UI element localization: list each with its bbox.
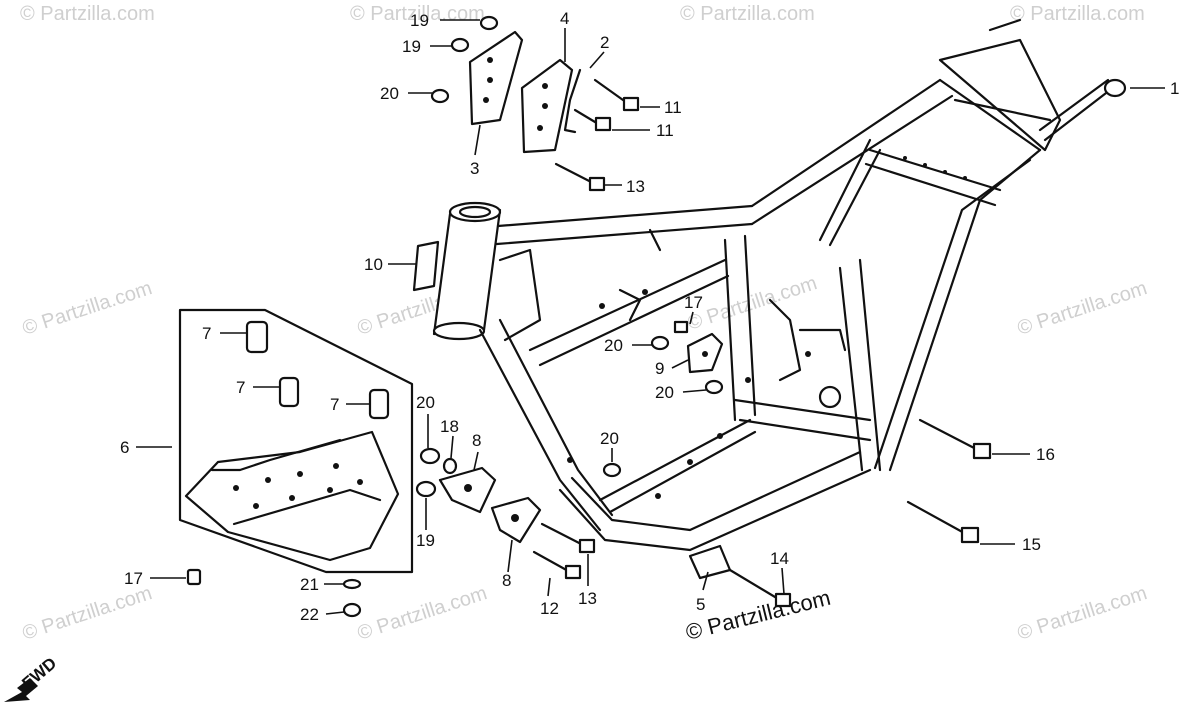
nut	[450, 37, 470, 53]
bolt	[186, 568, 202, 586]
callout-16: 16	[1036, 445, 1055, 464]
callout-3: 3	[470, 159, 479, 178]
watermark: © Partzilla.com	[1015, 277, 1150, 340]
bolt	[532, 550, 572, 574]
callout-20: 20	[604, 336, 623, 355]
screw	[342, 602, 362, 618]
callout-19: 19	[410, 11, 429, 30]
callout-8: 8	[472, 431, 481, 450]
watermark: © Partzilla.com	[355, 582, 490, 645]
callout-18: 18	[440, 417, 459, 436]
nut	[650, 335, 670, 351]
callout-10: 10	[364, 255, 383, 274]
nut	[704, 379, 724, 395]
callout-11: 11	[656, 121, 674, 140]
frame-body	[432, 18, 1112, 552]
nut	[419, 447, 441, 465]
watermark: © Partzilla.com	[20, 3, 155, 25]
watermark: © Partzilla.com	[20, 582, 155, 645]
callout-17: 17	[684, 293, 703, 312]
bolt	[728, 568, 782, 602]
callout-20: 20	[416, 393, 435, 412]
callout-20: 20	[600, 429, 619, 448]
callout-20: 20	[655, 383, 674, 402]
skid-plate-group-box	[178, 308, 414, 574]
callout-21: 21	[300, 575, 319, 594]
watermark: © Partzilla.com	[1015, 582, 1150, 645]
rubber-mount	[368, 388, 390, 420]
callout-7: 7	[330, 395, 339, 414]
callout-15: 15	[1022, 535, 1041, 554]
callout-7: 7	[202, 324, 211, 343]
nut	[430, 88, 450, 104]
callout-20: 20	[380, 84, 399, 103]
rubber-mount	[278, 376, 300, 408]
collar	[442, 457, 458, 475]
frame-bolt	[1103, 78, 1127, 98]
callout-12: 12	[540, 599, 559, 618]
nut	[415, 480, 437, 498]
callout-22: 22	[300, 605, 319, 624]
callout-11: 11	[664, 98, 682, 117]
collar	[688, 544, 732, 580]
washer	[342, 578, 362, 590]
rubber-mount	[245, 320, 269, 354]
watermark: © Partzilla.com	[680, 3, 815, 25]
callout-19: 19	[416, 531, 435, 550]
callout-7: 7	[236, 378, 245, 397]
callout-14: 14	[770, 549, 789, 568]
callout-13: 13	[578, 589, 597, 608]
fwd-label: FWD	[18, 654, 60, 693]
bolt	[918, 418, 980, 452]
nut	[602, 462, 622, 478]
callout-8: 8	[502, 571, 511, 590]
callout-13: 13	[626, 177, 645, 196]
nut	[479, 15, 499, 31]
callout-17: 17	[124, 569, 143, 588]
copyright-credit: © Partzilla.com	[683, 585, 833, 645]
bolt	[554, 162, 597, 186]
callout-19: 19	[402, 37, 421, 56]
callout-9: 9	[655, 359, 664, 378]
bolt	[673, 320, 689, 334]
watermark: © Partzilla.com	[685, 272, 820, 335]
bolt	[540, 522, 587, 548]
engine-hanger-plate	[468, 30, 524, 126]
callout-6: 6	[120, 438, 129, 457]
bolt	[906, 500, 968, 536]
callout-5: 5	[696, 595, 705, 614]
callout-1: 1	[1170, 79, 1179, 98]
watermark: © Partzilla.com	[20, 277, 155, 340]
forward-arrow-icon	[4, 678, 38, 702]
hook	[563, 68, 582, 134]
watermark: © Partzilla.com	[1010, 3, 1145, 25]
callout-2: 2	[600, 33, 609, 52]
callout-4: 4	[560, 9, 569, 28]
frame-label-plate	[412, 240, 440, 292]
leader-lines	[136, 19, 1165, 615]
